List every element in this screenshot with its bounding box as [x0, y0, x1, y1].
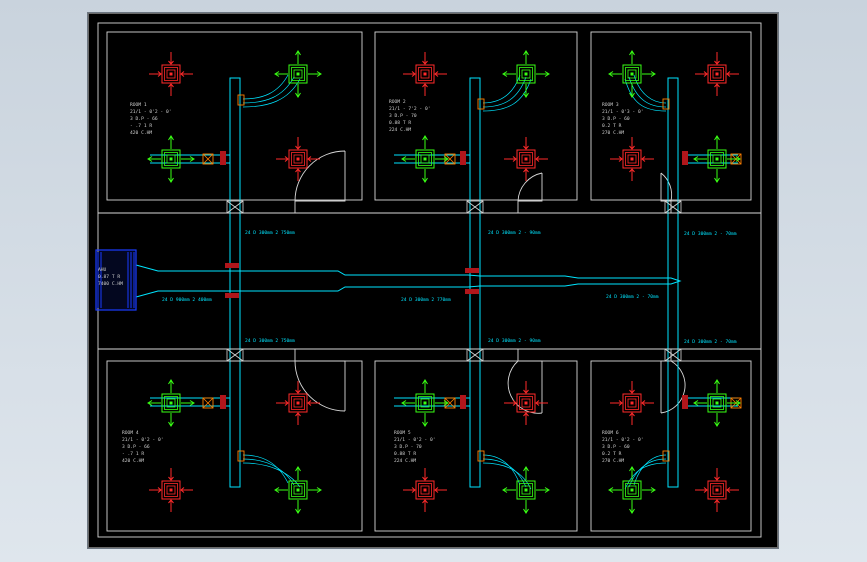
- flex-ducts: [242, 74, 667, 490]
- room-info: 21/1 - 0'2 - 0': [122, 437, 164, 443]
- cad-viewport[interactable]: AHU 0.87 T R 7400 C.HM ROOM 1 21/1 - 0'2…: [87, 12, 779, 549]
- room-info: 224 C.HM: [389, 127, 411, 133]
- return-grille-icon: [275, 380, 321, 426]
- supply-diffuser-icon: [608, 466, 656, 514]
- room-label-3: ROOM 3 21/1 - 0'3 - 0' 3 D.P - 60 0.2 T …: [602, 102, 644, 136]
- duct-label: 24 D 300mm 2 750mm: [245, 230, 295, 236]
- room-info: 21/1 - 7'2 - 0': [389, 106, 431, 112]
- supply-diffuser-icon: [693, 135, 741, 183]
- room-label-1: ROOM 1 21/1 - 0'2 - 0' 3 D.P - 66 - .7 1…: [130, 102, 172, 136]
- return-grille-icon: [609, 136, 655, 182]
- room-info: 420 C.HM: [130, 130, 152, 136]
- room-info: 21/1 - 0'2 - 0': [602, 437, 644, 443]
- room-info: - .7 1 R: [130, 123, 152, 129]
- return-grille-icon: [694, 467, 740, 513]
- room-info: 0.88 T R: [394, 451, 416, 457]
- room-info: 0.88 T R: [389, 120, 411, 126]
- supply-diffuser-icon: [502, 466, 550, 514]
- room-title: ROOM 4: [122, 430, 139, 436]
- fire-damper-icon: [226, 200, 244, 214]
- room-info: 0.2 T R: [602, 451, 622, 457]
- room-title: ROOM 2: [389, 99, 406, 105]
- room-info: 21/1 - 0'2 - 0': [130, 109, 172, 115]
- room-info: 3 D.P - 66: [130, 116, 158, 122]
- room-label-6: ROOM 6 21/1 - 0'2 - 0' 3 D.P - 60 0.2 T …: [602, 430, 644, 464]
- duct-label: 24 D 900mm 2 400mm: [162, 297, 212, 303]
- supply-diffuser-icon: [608, 50, 656, 98]
- return-grille-icon: [275, 136, 321, 182]
- room-info: 420 C.HM: [122, 458, 144, 464]
- duct-label: 24 D 300mm 2 - 70mm: [684, 339, 737, 345]
- supply-diffuser-icon: [274, 50, 322, 98]
- room-info: 3 D.P - 60: [602, 116, 630, 122]
- return-grille-icon: [402, 467, 448, 513]
- main-supply-duct: [135, 77, 738, 488]
- duct-size-labels: 24 D 300mm 2 750mm 24 D 300mm 2 - 90mm 2…: [162, 230, 737, 345]
- duct-label: 24 D 300mm 2 - 70mm: [606, 294, 659, 300]
- fire-damper-icon: [664, 200, 682, 214]
- room-info: 0.2 T R: [602, 123, 622, 129]
- fire-damper-icon: [466, 200, 484, 214]
- building-walls: [97, 22, 762, 538]
- drawing-frame: [88, 13, 778, 548]
- return-grille-icon: [503, 136, 549, 182]
- ahu-label: AHU: [98, 267, 107, 273]
- ahu-capacity: 0.87 T R: [98, 274, 120, 280]
- return-grille-icon: [609, 380, 655, 426]
- room-info: 3 D.P - 70: [389, 113, 417, 119]
- room-info: 21/1 - 0'2 - 0': [394, 437, 436, 443]
- duct-label: 24 D 300mm 2 770mm: [401, 297, 451, 303]
- ahu-unit: AHU 0.87 T R 7400 C.HM: [95, 249, 137, 311]
- duct-connectors: [220, 151, 688, 409]
- ahu-airflow: 7400 C.HM: [98, 281, 123, 287]
- supply-diffuser-icon: [147, 135, 195, 183]
- return-grille-icon: [148, 51, 194, 97]
- room-title: ROOM 3: [602, 102, 619, 108]
- room-title: ROOM 5: [394, 430, 411, 436]
- return-grille-icon: [402, 51, 448, 97]
- room-label-2: ROOM 2 21/1 - 7'2 - 0' 3 D.P - 70 0.88 T…: [389, 99, 431, 133]
- supply-diffuser-icon: [401, 379, 449, 427]
- hvac-layout-drawing: AHU 0.87 T R 7400 C.HM ROOM 1 21/1 - 0'2…: [88, 13, 778, 548]
- supply-diffuser-icon: [502, 50, 550, 98]
- room-info: 270 C.HM: [602, 130, 624, 136]
- return-grille-icon: [694, 51, 740, 97]
- supply-diffuser-icon: [693, 379, 741, 427]
- supply-diffuser-icon: [401, 135, 449, 183]
- room-info: 21/1 - 0'3 - 0': [602, 109, 644, 115]
- room-title: ROOM 1: [130, 102, 147, 108]
- supply-diffuser-icon: [274, 466, 322, 514]
- fire-damper-icon: [664, 348, 682, 362]
- supply-diffuser-icon: [147, 379, 195, 427]
- room-info: 224 C.HM: [394, 458, 416, 464]
- duct-label: 24 D 300mm 2 - 70mm: [684, 231, 737, 237]
- room-label-4: ROOM 4 21/1 - 0'2 - 0' 3 D.P - 66 - .7 1…: [122, 430, 164, 464]
- room-info: 3 D.P - 70: [394, 444, 422, 450]
- fire-damper-icon: [226, 348, 244, 362]
- room-info: 3 D.P - 66: [122, 444, 150, 450]
- return-grille-icon: [503, 380, 549, 426]
- room-info: - .7 1 R: [122, 451, 144, 457]
- room-title: ROOM 6: [602, 430, 619, 436]
- room-label-5: ROOM 5 21/1 - 0'2 - 0' 3 D.P - 70 0.88 T…: [394, 430, 436, 464]
- fire-damper-icon: [466, 348, 484, 362]
- room-info: 270 C.HM: [602, 458, 624, 464]
- room-info: 3 D.P - 60: [602, 444, 630, 450]
- duct-label: 24 D 300mm 2 750mm: [245, 338, 295, 344]
- return-grille-icon: [148, 467, 194, 513]
- duct-label: 24 D 300mm 2 - 90mm: [488, 230, 541, 236]
- duct-label: 24 D 300mm 2 - 90mm: [488, 338, 541, 344]
